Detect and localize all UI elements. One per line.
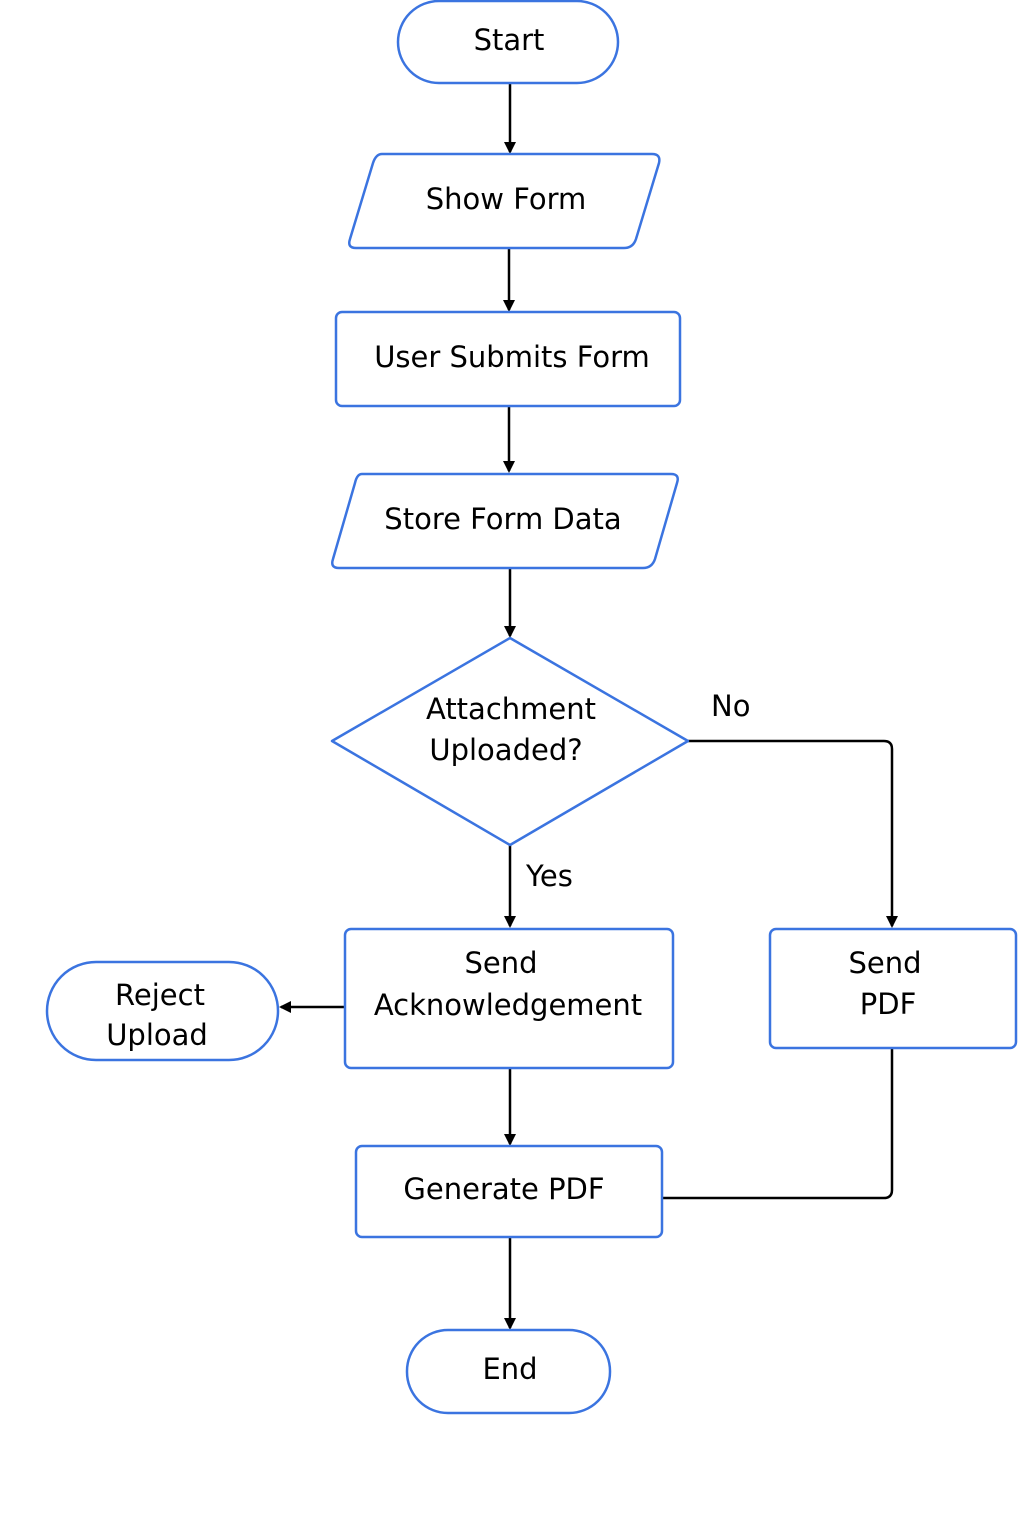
attachment-uploaded-decision: Attachment Uploaded? bbox=[330, 636, 690, 847]
decision-label-line2: Uploaded? bbox=[429, 733, 582, 767]
reject-upload-node: Reject Upload bbox=[45, 960, 280, 1062]
connector-decision-no-to-send-pdf bbox=[688, 739, 898, 928]
send-pdf-label-line1: Send bbox=[848, 946, 921, 980]
end-node: End bbox=[405, 1328, 612, 1415]
send-ack-label-line1: Send bbox=[464, 946, 537, 980]
no-edge-label: No bbox=[711, 689, 750, 723]
decision-label-line1: Attachment bbox=[426, 692, 596, 726]
reject-upload-label-line1: Reject bbox=[115, 978, 205, 1012]
generate-pdf-label: Generate PDF bbox=[403, 1172, 604, 1206]
send-pdf-node: Send PDF bbox=[768, 927, 1018, 1050]
show-form-label: Show Form bbox=[426, 182, 587, 216]
end-label: End bbox=[482, 1352, 537, 1386]
send-pdf-label-line2: PDF bbox=[860, 987, 917, 1021]
show-form-node: Show Form bbox=[348, 152, 661, 250]
store-form-data-label: Store Form Data bbox=[384, 502, 621, 536]
connector-send-pdf-to-generate-pdf bbox=[663, 1048, 894, 1200]
user-submits-form-node: User Submits Form bbox=[334, 310, 682, 408]
start-label: Start bbox=[474, 23, 545, 57]
send-acknowledgement-node: Send Acknowledgement bbox=[343, 927, 675, 1070]
send-ack-label-line2: Acknowledgement bbox=[374, 988, 642, 1022]
start-node: Start bbox=[396, 0, 620, 85]
generate-pdf-node: Generate PDF bbox=[354, 1144, 664, 1239]
yes-edge-label: Yes bbox=[525, 859, 573, 893]
reject-upload-label-line2: Upload bbox=[106, 1018, 208, 1052]
store-form-data-node: Store Form Data bbox=[331, 472, 679, 570]
user-submits-form-label: User Submits Form bbox=[374, 340, 650, 374]
